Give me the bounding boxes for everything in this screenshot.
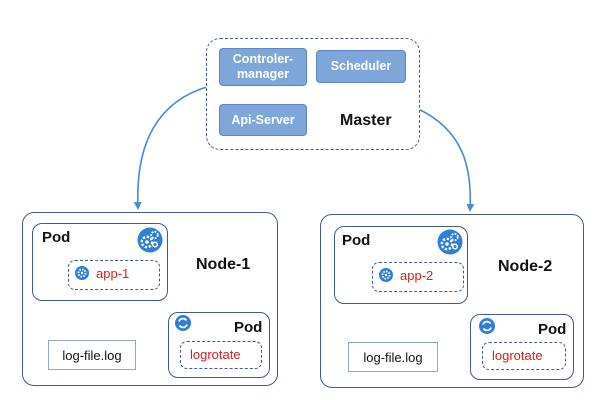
arrow-master-node1 [133, 82, 216, 210]
gear-icon [75, 266, 89, 280]
master-label: Master [340, 112, 392, 129]
api-server-box: Api-Server [219, 104, 307, 136]
node-1-logrotate-label: logrotate [190, 347, 241, 362]
node-1-label: Node-1 [196, 256, 251, 273]
controller-manager-box: Controler- manager [219, 48, 307, 86]
node-2-app-label: app-2 [400, 268, 434, 283]
refresh-icon [175, 315, 191, 331]
node-2-label: Node-2 [498, 258, 553, 275]
node-1-logrotate-container [180, 341, 262, 369]
arrow-master-node2 [410, 105, 475, 212]
refresh-icon [479, 318, 495, 334]
node-2-app-pod-label: Pod [342, 232, 371, 249]
gear-icon [379, 268, 393, 282]
pod-gears-icon [137, 227, 163, 253]
node-1-app-label: app-1 [96, 266, 130, 281]
node-1-logrotate-pod-label: Pod [234, 319, 263, 336]
node-2-logrotate-label: logrotate [492, 348, 543, 363]
node-1-app-pod-label: Pod [42, 229, 71, 246]
node-2-logrotate-container [482, 342, 566, 370]
pod-gears-icon [437, 229, 463, 255]
scheduler-box: Scheduler [316, 50, 406, 83]
node-2-logrotate-pod-label: Pod [538, 321, 567, 338]
node-2-log-file: log-file.log [348, 342, 438, 372]
node-1-log-file: log-file.log [48, 340, 136, 370]
